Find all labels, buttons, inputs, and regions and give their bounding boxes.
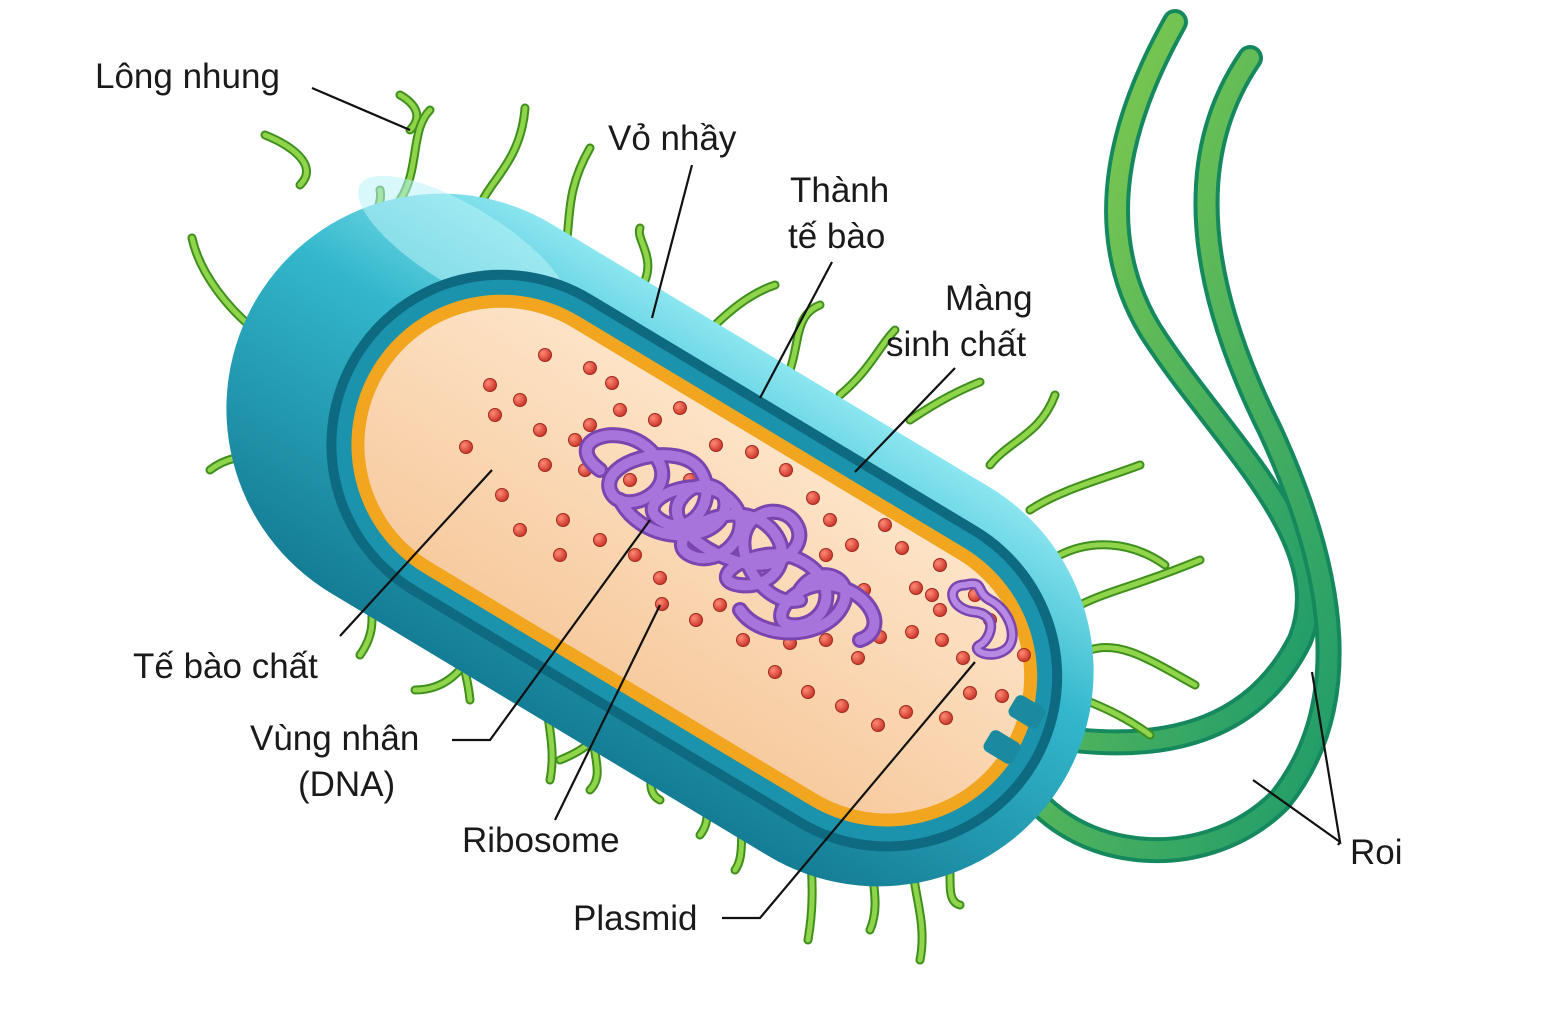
pilus-highlight bbox=[1082, 697, 1153, 738]
flagella-base bbox=[983, 695, 1046, 764]
ribosome bbox=[689, 613, 703, 627]
label-cell-wall-line1: Thành bbox=[790, 171, 889, 210]
ribosome bbox=[909, 581, 923, 595]
ribosome bbox=[745, 445, 759, 459]
ribosome bbox=[939, 711, 953, 725]
ribosome bbox=[956, 651, 970, 665]
label-membrane-line1: Màng bbox=[945, 279, 1033, 318]
ribosome bbox=[851, 651, 865, 665]
pilus-highlight bbox=[987, 392, 1058, 468]
ribosome bbox=[925, 588, 939, 602]
ribosome bbox=[538, 458, 552, 472]
leader-membrane bbox=[854, 367, 956, 473]
ribosome bbox=[483, 378, 497, 392]
flagella bbox=[1002, 9, 1342, 864]
ribosome bbox=[878, 518, 892, 532]
label-capsule: Vỏ nhầy bbox=[608, 119, 737, 158]
ribosome bbox=[995, 689, 1009, 703]
leader-nucleoid bbox=[452, 519, 651, 742]
ribosome bbox=[495, 488, 509, 502]
ribosome bbox=[583, 361, 597, 375]
pilus-highlight bbox=[837, 327, 898, 398]
ribosome bbox=[628, 548, 642, 562]
ribosome bbox=[819, 633, 833, 647]
pilus-highlight bbox=[1087, 644, 1198, 688]
leader-ribosome bbox=[554, 604, 661, 821]
ribosome bbox=[713, 598, 727, 612]
leader-pili bbox=[311, 86, 411, 132]
ribosome bbox=[963, 686, 977, 700]
ribosome bbox=[806, 491, 820, 505]
ribosome bbox=[801, 685, 815, 699]
ribosome bbox=[935, 633, 949, 647]
ribosome bbox=[779, 463, 793, 477]
ribosome bbox=[768, 665, 782, 679]
ribosome bbox=[709, 438, 723, 452]
pilus bbox=[187, 233, 260, 335]
ribosome bbox=[653, 571, 667, 585]
leader-cytoplasm bbox=[339, 469, 493, 637]
ribosome bbox=[1017, 648, 1031, 662]
ribosome bbox=[845, 538, 859, 552]
ribosome bbox=[736, 633, 750, 647]
ribosome bbox=[583, 418, 597, 432]
plasmid bbox=[947, 578, 1018, 660]
pilus-highlight bbox=[707, 282, 778, 333]
label-cytoplasm: Tế bào chất bbox=[133, 647, 318, 686]
label-plasmid: Plasmid bbox=[573, 899, 697, 938]
label-pili: Lông nhung bbox=[95, 57, 280, 96]
ribosome bbox=[648, 413, 662, 427]
ribosome bbox=[623, 473, 637, 487]
pilus-highlight bbox=[1027, 462, 1143, 513]
labels: Lông nhung Vỏ nhầy Thành tế bào Màng sin… bbox=[95, 57, 1403, 938]
ribosome bbox=[513, 393, 527, 407]
ribosome bbox=[905, 625, 919, 639]
leader-lines bbox=[311, 86, 1342, 920]
ribosome bbox=[819, 548, 833, 562]
pilus-highlight bbox=[907, 379, 983, 423]
pilus-highlight bbox=[1057, 542, 1168, 568]
ribosome bbox=[459, 440, 473, 454]
ribosome bbox=[556, 513, 570, 527]
label-nucleoid-line1: Vùng nhân bbox=[250, 719, 419, 758]
label-membrane-line2: sinh chất bbox=[886, 325, 1026, 364]
leader-capsule bbox=[650, 164, 694, 319]
leader-flagella bbox=[1252, 671, 1342, 846]
pilus bbox=[1085, 642, 1200, 690]
ribosome bbox=[553, 548, 567, 562]
pilus-highlight bbox=[1077, 557, 1203, 608]
ribosome bbox=[488, 408, 502, 422]
leader-plasmid bbox=[722, 661, 976, 920]
ribosome bbox=[835, 699, 849, 713]
label-flagella: Roi bbox=[1350, 833, 1403, 872]
ribosome bbox=[899, 705, 913, 719]
label-cell-wall-line2: tế bào bbox=[788, 217, 885, 256]
ribosome bbox=[871, 718, 885, 732]
ribosome bbox=[513, 523, 527, 537]
ribosome bbox=[673, 401, 687, 415]
label-ribosome: Ribosome bbox=[462, 821, 620, 860]
nucleoid-dna bbox=[578, 427, 883, 648]
ribosome bbox=[823, 513, 837, 527]
pilus-highlight bbox=[262, 132, 309, 188]
ribosome bbox=[593, 533, 607, 547]
ribosome bbox=[933, 603, 947, 617]
leader-cell-wall bbox=[759, 261, 833, 399]
ribosome bbox=[613, 403, 627, 417]
ribosome bbox=[568, 433, 582, 447]
ribosome bbox=[605, 376, 619, 390]
label-nucleoid-line2: (DNA) bbox=[298, 765, 395, 804]
ribosome bbox=[538, 348, 552, 362]
ribosome bbox=[533, 423, 547, 437]
pilus-highlight bbox=[397, 92, 420, 133]
pilus-highlight bbox=[787, 302, 823, 373]
ribosome bbox=[933, 558, 947, 572]
ribosome bbox=[895, 541, 909, 555]
